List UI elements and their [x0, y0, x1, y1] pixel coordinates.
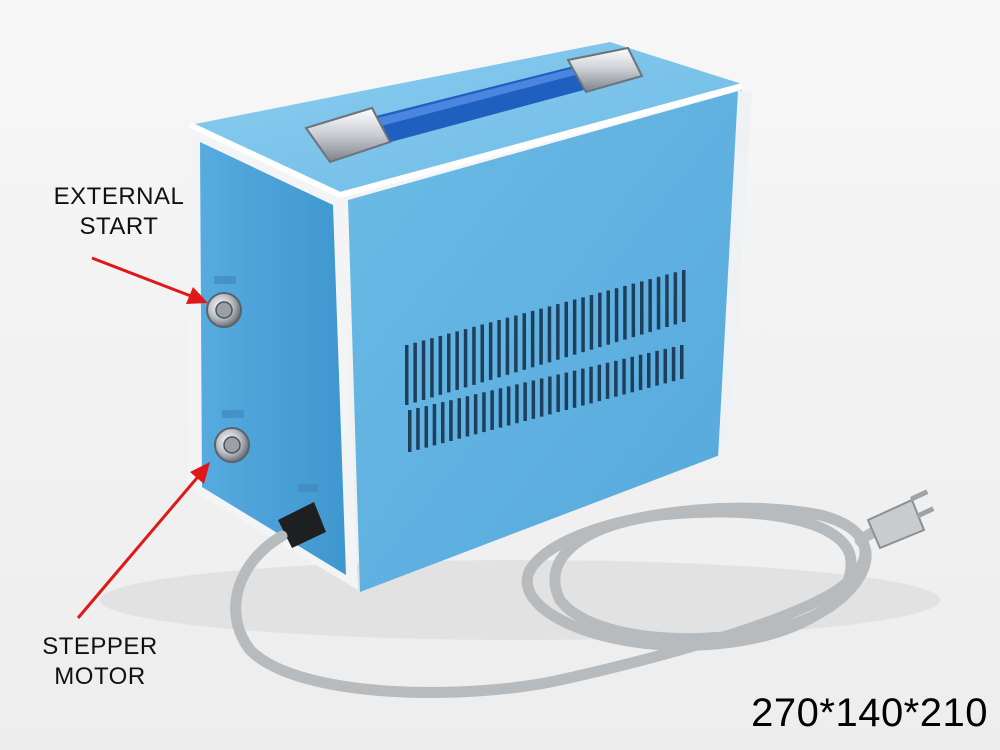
vent-slot	[665, 274, 669, 327]
right-frame	[718, 90, 752, 458]
handle-bracket-right	[566, 46, 644, 94]
vent-slot	[572, 299, 577, 355]
carry-handle	[304, 46, 644, 164]
external-start-connector	[206, 276, 242, 328]
vent-slot	[515, 384, 519, 424]
vent-slot	[497, 320, 501, 378]
cable-gland	[278, 484, 326, 548]
vent-slot	[640, 281, 644, 335]
vent-slot	[463, 329, 468, 388]
case-side-panel	[200, 142, 346, 575]
handle-strap-highlight	[362, 64, 594, 130]
vent-slot	[408, 410, 412, 452]
vent-slot	[480, 324, 484, 383]
vent-slot	[622, 358, 626, 395]
vent-slot	[614, 360, 618, 397]
stepper-motor-arrow	[76, 462, 210, 619]
vent-slot	[638, 354, 643, 390]
vent-slot	[438, 335, 443, 395]
vent-slot	[490, 390, 494, 430]
vent-slot	[564, 372, 569, 410]
vent-slot	[522, 313, 526, 370]
vent-slot	[556, 374, 560, 413]
vent-slot	[465, 396, 470, 437]
vent-slot	[488, 322, 493, 380]
vent-slot	[455, 331, 459, 390]
vent-slot	[614, 288, 619, 343]
stepper-motor-connector	[214, 410, 250, 463]
vent-slot	[539, 378, 544, 417]
vent-slot	[547, 306, 552, 363]
case-front-panel	[348, 90, 742, 592]
vent-slot	[432, 404, 437, 446]
vent-slot	[506, 386, 511, 426]
vent-slot	[514, 315, 518, 373]
vent-slot	[673, 272, 678, 325]
vent-slot	[623, 285, 627, 340]
vent-slot	[405, 345, 409, 405]
vent-slot	[606, 290, 610, 345]
vent-slot	[424, 406, 428, 448]
external-start-label: EXTERNAL START	[24, 182, 214, 242]
vent-slot	[655, 350, 659, 386]
vent-slot	[656, 276, 661, 330]
vent-slot	[531, 380, 536, 419]
vent-slot	[647, 352, 651, 388]
dimensions-text: 270*140*210	[751, 691, 988, 735]
vent-slot	[663, 348, 667, 384]
vent-slot	[682, 270, 686, 322]
vent-slot	[597, 364, 602, 402]
external-start-label-line1: EXTERNAL	[53, 183, 185, 210]
vent-slot	[505, 317, 510, 375]
vent-slot	[605, 362, 610, 399]
vent-slot	[671, 347, 676, 382]
external-start-label-line2: START	[79, 213, 159, 240]
vent-slot	[589, 295, 594, 350]
vent-slot	[449, 400, 453, 441]
vent-slot	[589, 366, 593, 404]
vent-slot	[523, 382, 527, 421]
ventilation-grille	[405, 270, 686, 452]
vent-slot	[457, 398, 461, 439]
vent-slot	[630, 356, 634, 393]
vent-slot	[556, 304, 560, 360]
stepper-motor-label-line2: MOTOR	[54, 663, 146, 690]
vent-slot	[447, 333, 451, 393]
vent-slot	[482, 392, 486, 433]
vent-slot	[473, 394, 478, 435]
vent-slot	[648, 279, 652, 333]
vent-slot	[564, 301, 568, 358]
vent-slot	[472, 326, 476, 385]
vent-slot	[631, 283, 636, 338]
vent-slot	[598, 292, 602, 348]
vent-slot	[680, 345, 684, 379]
vent-slot	[441, 402, 445, 444]
vent-slot	[530, 310, 535, 368]
vent-slot	[421, 340, 426, 400]
vent-slot	[548, 376, 552, 415]
vent-slot	[430, 338, 434, 398]
vent-slot	[416, 408, 420, 450]
handle-bracket-left	[304, 106, 392, 164]
external-start-arrow	[91, 256, 208, 304]
vent-slot	[498, 388, 503, 428]
stepper-motor-label-line1: STEPPER	[42, 633, 158, 660]
power-plug	[866, 489, 935, 550]
stepper-motor-label: STEPPER MOTOR	[20, 632, 180, 692]
floor-shadow	[100, 560, 940, 640]
vent-slot	[413, 342, 417, 403]
vent-slot	[581, 368, 585, 406]
vent-slot	[539, 308, 543, 365]
vent-slot	[572, 370, 577, 408]
vent-slot	[581, 297, 585, 353]
top-edge	[188, 83, 743, 199]
